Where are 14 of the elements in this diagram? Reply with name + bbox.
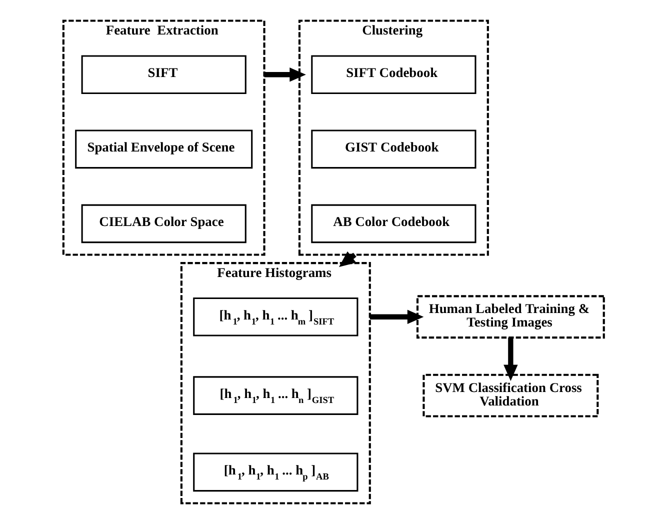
- node-box: SIFT: [80, 55, 246, 94]
- node-box: [h$_{1}$, h$_{1}$, h$_{1}$ ... h$_{n}$ ]$_{GIST}$: [192, 376, 358, 415]
- arrow: [503, 338, 518, 382]
- node-box: CIELAB Color Space: [80, 204, 246, 244]
- node-box: [h$_{1}$, h$_{1}$, h$_{1}$ ... h$_{p}$ ]$_{AB}$: [192, 452, 358, 492]
- arrow: [369, 310, 424, 324]
- node-box: AB Color Codebook: [310, 204, 476, 244]
- node-box: Spatial Envelope of Scene: [74, 130, 252, 169]
- node-box: SIFT Codebook: [310, 55, 476, 94]
- node-box: Human Labeled Training & Testing Images: [416, 295, 604, 339]
- node-box: GIST Codebook: [310, 130, 476, 169]
- arrow: [264, 67, 306, 82]
- node-box: SVM Classification Cross Validation: [422, 374, 598, 418]
- node-box: [h$_{1}$, h$_{1}$, h$_{1}$ ... h$_{m}$ ]$_{SIFT}$: [192, 297, 358, 336]
